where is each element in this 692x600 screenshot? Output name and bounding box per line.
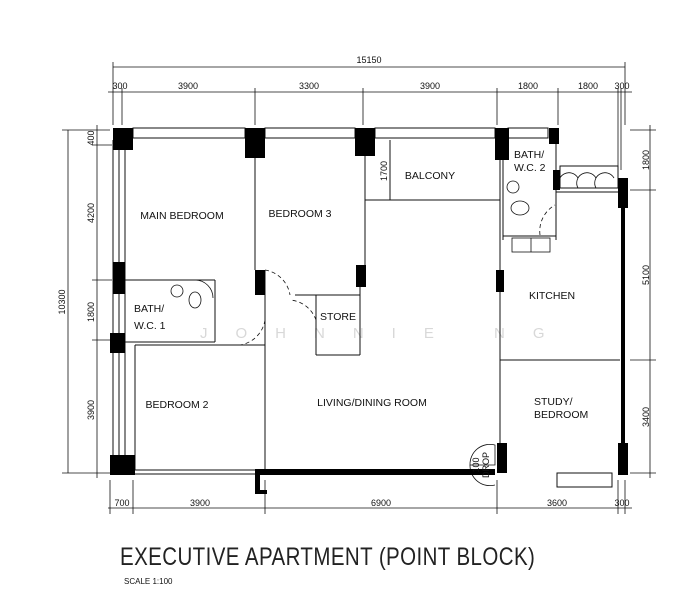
- dim-bottom: 300: [614, 498, 629, 508]
- dim-left: 400: [86, 130, 96, 145]
- dim-right: 3400: [641, 407, 651, 427]
- room-study-line1: STUDY/: [534, 396, 573, 408]
- watermark: JOHNNIE NG: [200, 325, 573, 342]
- basin-icon: [170, 284, 184, 298]
- dim-balcony: 1700: [379, 161, 389, 181]
- room-bedroom-2: BEDROOM 2: [145, 399, 208, 411]
- dim-top: 300: [112, 81, 127, 91]
- room-study-line2: BEDROOM: [534, 409, 588, 421]
- dim-top: 300: [614, 81, 629, 91]
- dim-left-total: 10300: [57, 289, 67, 314]
- dim-left: 3900: [86, 400, 96, 420]
- drawing-title: EXECUTIVE APARTMENT (POINT BLOCK): [120, 543, 536, 571]
- room-kitchen: KITCHEN: [529, 290, 575, 302]
- toilet-icon: [510, 200, 530, 216]
- room-bath-1-line1: BATH/: [134, 303, 164, 315]
- room-bath-2-line1: BATH/: [514, 149, 544, 161]
- drawing-scale: SCALE 1:100: [124, 577, 173, 586]
- basin-icon: [506, 180, 520, 194]
- dim-left: 4200: [86, 203, 96, 223]
- room-bath-1-line2: W.C. 1: [134, 320, 166, 332]
- dim-top: 3300: [299, 81, 319, 91]
- dim-top: 3900: [420, 81, 440, 91]
- dim-top: 1800: [518, 81, 538, 91]
- dim-left: 1800: [86, 302, 96, 322]
- room-living-dining: LIVING/DINING ROOM: [317, 397, 427, 409]
- room-store: STORE: [320, 311, 356, 323]
- walls-thin: [112, 127, 620, 488]
- refuse-chute-label-1: 100: [471, 457, 481, 472]
- dim-top-total: 15150: [356, 55, 381, 65]
- dim-bottom: 3600: [547, 498, 567, 508]
- dim-bottom: 700: [114, 498, 129, 508]
- dim-right: 1800: [641, 150, 651, 170]
- refuse-chute-label-2: DROP: [481, 452, 491, 478]
- walls-structural: [110, 128, 628, 494]
- room-bedroom-3: BEDROOM 3: [268, 208, 331, 220]
- room-balcony: BALCONY: [405, 170, 455, 182]
- dim-right: 5100: [641, 265, 651, 285]
- toilet-icon: [188, 291, 202, 309]
- dim-bottom: 3900: [190, 498, 210, 508]
- dim-top: 1800: [578, 81, 598, 91]
- dim-top: 3900: [178, 81, 198, 91]
- dimension-lines: [62, 62, 656, 514]
- sanitary-fixtures: [170, 180, 551, 309]
- door-swings: [239, 204, 556, 346]
- room-main-bedroom: MAIN BEDROOM: [140, 210, 223, 222]
- room-bath-2-line2: W.C. 2: [514, 162, 546, 174]
- dim-bottom: 6900: [371, 498, 391, 508]
